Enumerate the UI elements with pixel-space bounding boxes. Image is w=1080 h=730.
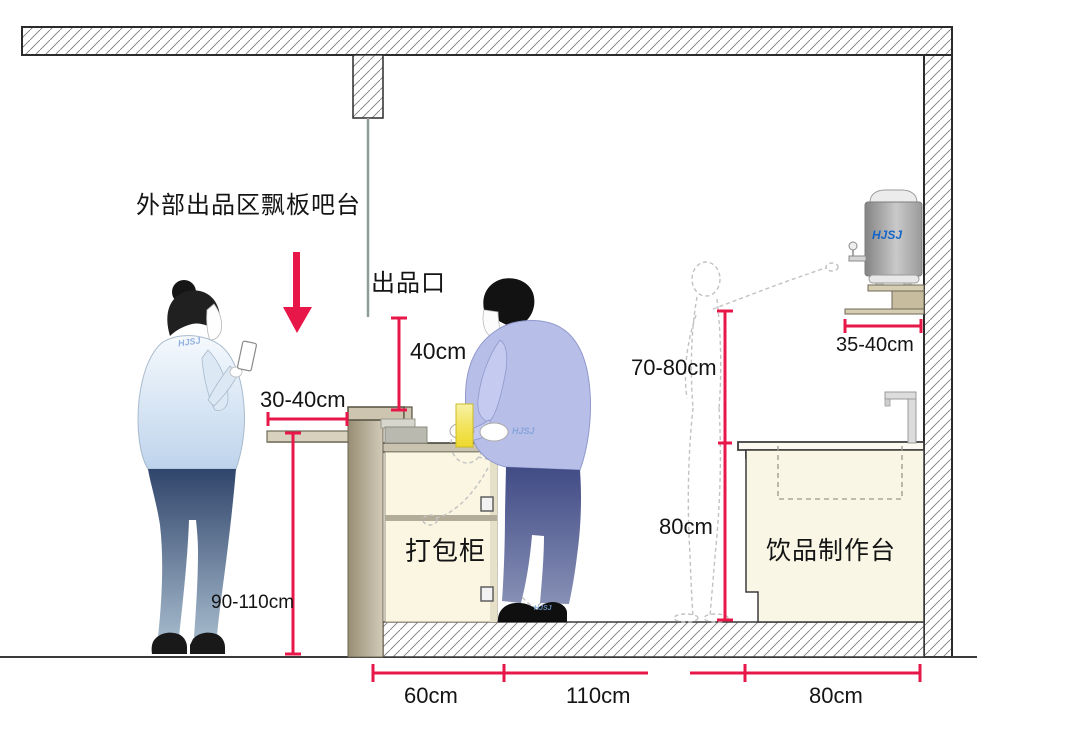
- cabinet-divider: [385, 515, 497, 521]
- dim-label-60cm: 60cm: [404, 683, 458, 708]
- dim-label-70-80cm: 70-80cm: [631, 355, 717, 380]
- barista-glove-right: [479, 422, 509, 442]
- dimension-graphics: [266, 252, 923, 682]
- drink-station: [737, 391, 925, 623]
- barista-shoe-back: [532, 602, 567, 622]
- serving-window-label: 出品口: [371, 269, 446, 297]
- dim-line-70-80cm: [717, 309, 733, 622]
- cabinet-side-shade: [490, 452, 497, 622]
- cabinet-handle-lower: [480, 586, 494, 602]
- dim-label-30-40cm: 30-40cm: [260, 387, 346, 412]
- drink-station-label: 饮品制作台: [766, 536, 897, 565]
- counter-machine: [384, 426, 428, 444]
- dim-label-40cm: 40cm: [410, 338, 467, 364]
- dim-line-35-40cm: [843, 319, 923, 333]
- customer-face: [206, 303, 222, 341]
- dim-label-80cm-vertical: 80cm: [659, 514, 713, 539]
- dim-line-90-110cm: [285, 431, 301, 656]
- bar-counter-panel: [347, 419, 384, 658]
- dim-label-35-40cm: 35-40cm: [836, 334, 914, 356]
- ceiling-drop-beam: [352, 54, 384, 119]
- ceiling-slab: [21, 26, 953, 56]
- dim-label-80cm-bottom: 80cm: [809, 683, 863, 708]
- cabinet-handle-upper: [480, 496, 494, 512]
- tap-handle: [848, 241, 858, 251]
- takeaway-cup: [455, 403, 474, 448]
- customer-jacket: [137, 335, 245, 470]
- drink-station-body: [745, 449, 925, 623]
- raised-floor-plinth: [382, 621, 925, 658]
- customer-hand: [229, 366, 243, 378]
- boiler-shelf: [844, 284, 925, 315]
- dim-label-110cm: 110cm: [566, 683, 631, 708]
- boiler-dome: [869, 189, 918, 203]
- packing-cabinet: [370, 442, 511, 623]
- packing-cabinet-label: 打包柜: [405, 537, 487, 567]
- water-boiler-unit: [848, 189, 923, 290]
- dim-line-bottom: [371, 664, 922, 682]
- dim-line-40cm-vertical: [391, 316, 407, 412]
- down-arrow-icon: [283, 252, 312, 333]
- barista-figure: [449, 278, 591, 622]
- right-wall: [923, 54, 953, 658]
- customer-shoe-back: [151, 632, 187, 654]
- watermark-barista-shoe: HJSJ: [534, 605, 552, 612]
- boiler-base: [868, 274, 920, 284]
- phone: [237, 340, 257, 372]
- floating-board: [266, 430, 354, 443]
- customer-jeans: [148, 469, 236, 637]
- dim-label-90-110cm: 90-110cm: [211, 592, 295, 613]
- dim-line-30-40cm: [266, 412, 349, 426]
- bar-counter: [266, 406, 428, 658]
- title-label: 外部出品区飘板吧台: [136, 191, 361, 219]
- barista-pants: [502, 467, 581, 604]
- customer-figure: [137, 280, 257, 654]
- boiler-brand-logo: HJSJ: [872, 228, 903, 242]
- watermark-barista-shirt: HJSJ: [512, 426, 535, 436]
- boiler-tap: [848, 255, 867, 262]
- customer-shoe-front: [190, 632, 225, 654]
- ghost-figure-reaching: [673, 261, 839, 623]
- barista-shoe-front: [497, 602, 540, 622]
- faucet: [884, 391, 917, 444]
